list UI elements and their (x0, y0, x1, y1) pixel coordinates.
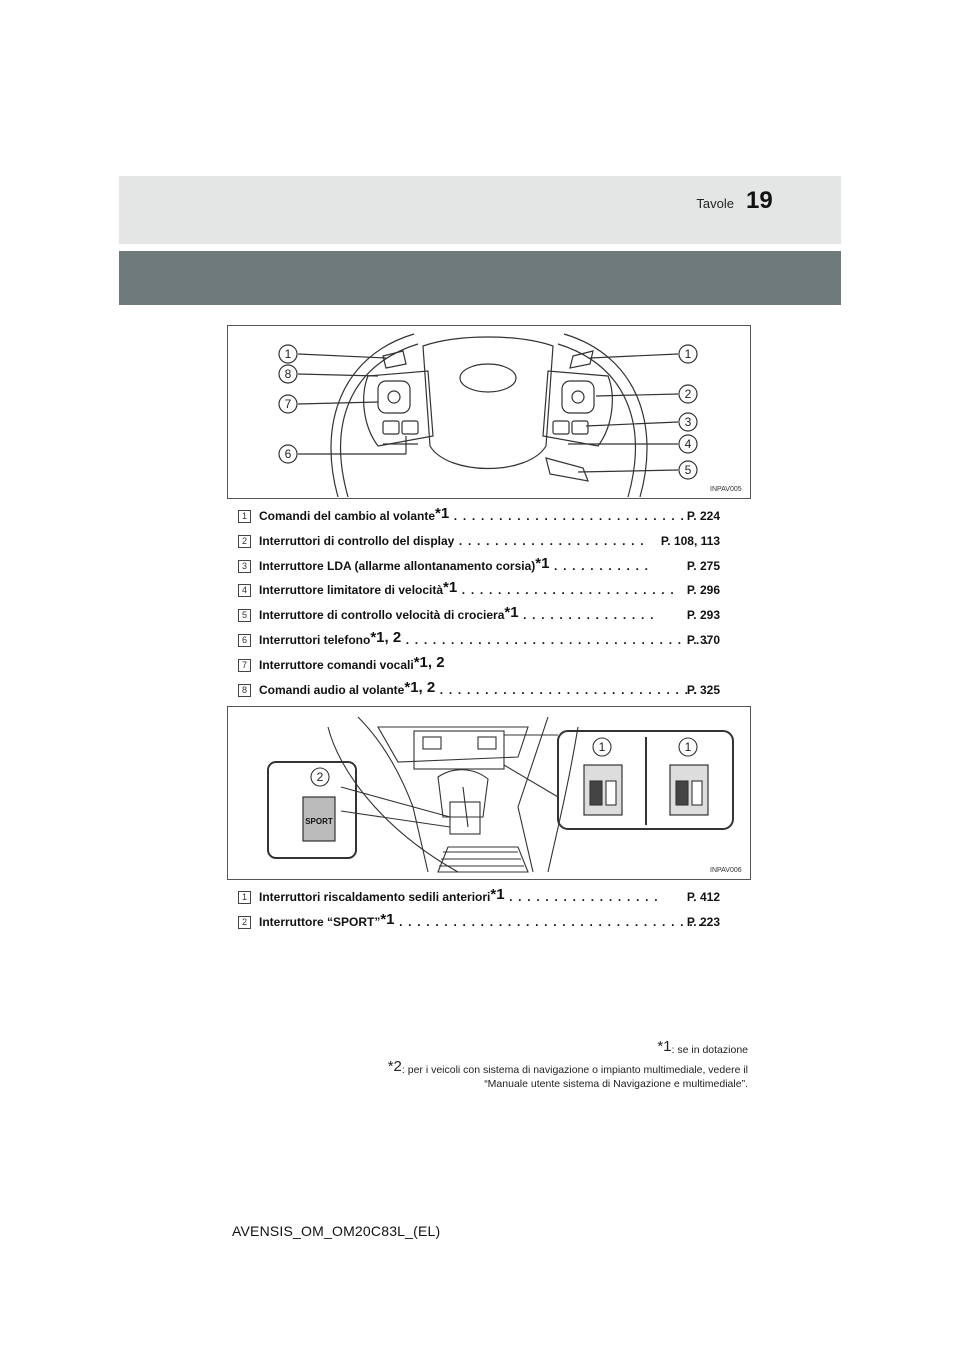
callout-seat-heater-right: 1 (685, 740, 692, 754)
page-ref[interactable]: P. 296 (686, 583, 720, 598)
steering-wheel-figure: 1 8 7 6 1 2 3 4 5 INPAV005 (227, 325, 751, 499)
callout-sport: 2 (317, 770, 324, 784)
steering-wheel-illustration: 1 8 7 6 1 2 3 4 5 (278, 333, 698, 498)
callout-seat-heater-left: 1 (599, 740, 606, 754)
sport-button-label: SPORT (305, 817, 333, 826)
figure-code: INPAV005 (710, 486, 742, 493)
callout-left-4: 6 (285, 447, 292, 461)
callout-left-2: 8 (285, 367, 292, 381)
footnote-1: *1: se in dotazione (657, 1038, 748, 1056)
callout-right-4: 4 (685, 437, 692, 451)
page-ref[interactable]: P. 412 (686, 890, 720, 904)
header-band (119, 176, 841, 244)
callout-right-3: 3 (685, 415, 692, 429)
callout-left-1: 1 (285, 347, 292, 361)
footnote-2: *2: per i veicoli con sistema di navigaz… (387, 1058, 748, 1090)
page-ref[interactable]: P. 275 (686, 558, 720, 573)
console-figure: 1 1 2 SPORT INPAV006 (227, 706, 751, 880)
console-illustration: 1 1 2 SPORT (267, 716, 734, 873)
page-ref[interactable]: P. 223 (686, 914, 720, 929)
callout-right-2: 2 (685, 387, 692, 401)
callout-right-1: 1 (685, 347, 692, 361)
callout-left-3: 7 (285, 397, 292, 411)
page-ref[interactable]: P. 108, 113 (660, 533, 720, 548)
page-ref[interactable]: P. 370 (686, 632, 720, 647)
page-ref[interactable]: P. 293 (686, 608, 720, 623)
page-number: 19 (746, 187, 773, 214)
document-id: AVENSIS_OM_OM20C83L_(EL) (232, 1223, 441, 1239)
title-band (119, 251, 841, 305)
page-ref[interactable]: P. 325 (686, 682, 720, 697)
page-ref[interactable]: P. 224 (686, 509, 720, 523)
callout-right-5: 5 (685, 463, 692, 477)
figure-code: INPAV006 (710, 867, 742, 874)
